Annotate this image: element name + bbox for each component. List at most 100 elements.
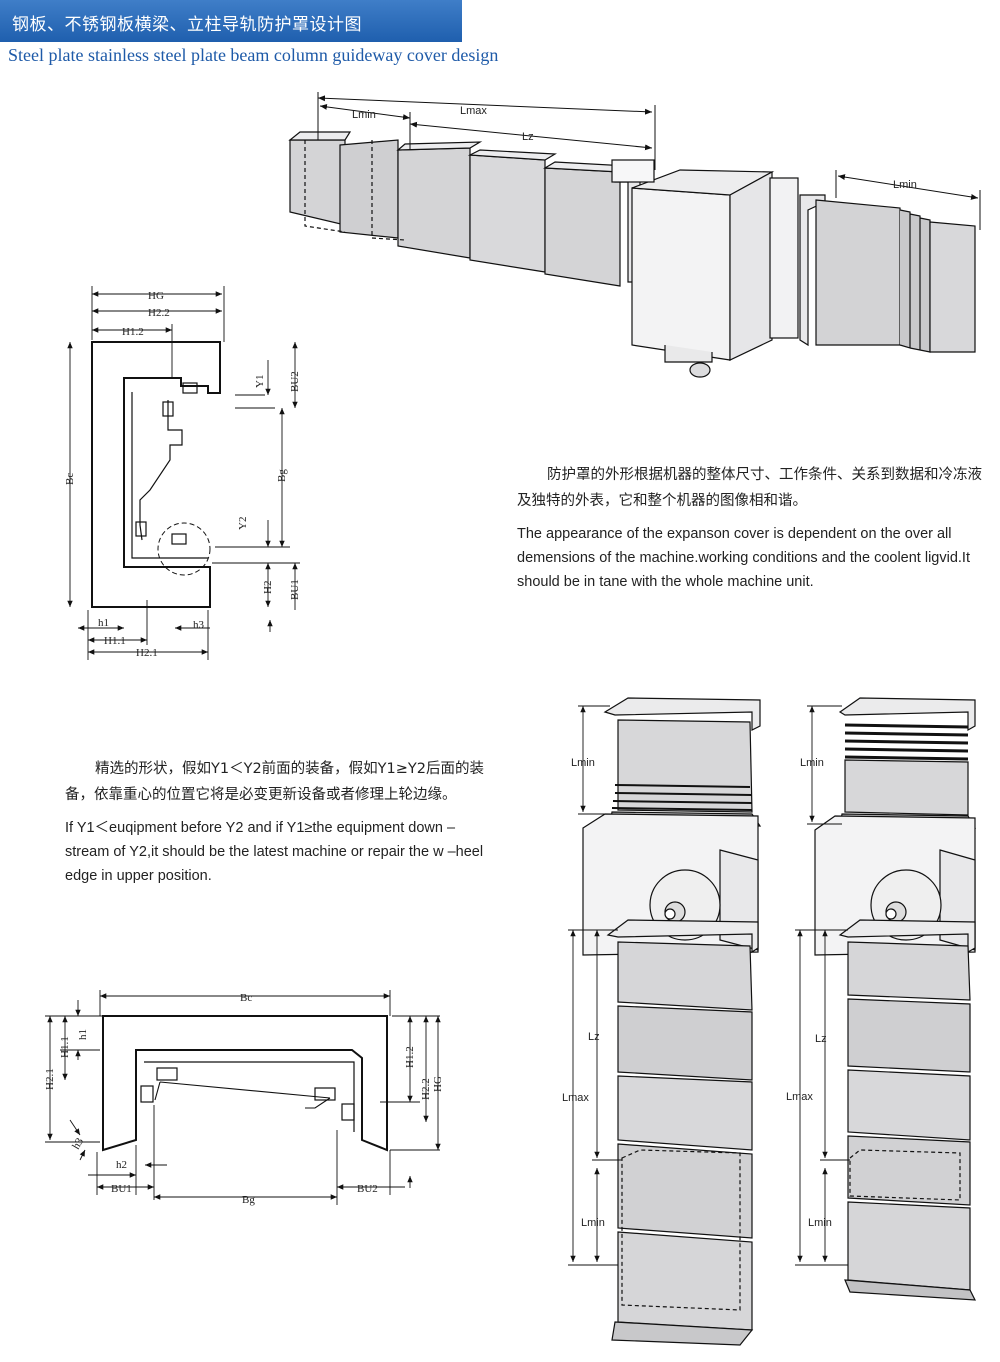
- horizontal-cover-drawing: [288, 131, 976, 378]
- wiper-block: [171, 533, 187, 545]
- description-right: 防护罩的外形根据机器的整体尺寸、工作条件、关系到数据和冷冻液及独特的外表，它和整…: [517, 462, 987, 594]
- dim-label: h3: [193, 619, 205, 631]
- top-cover-body: [844, 759, 969, 816]
- cover-segment: [289, 139, 346, 226]
- detail-circle: [157, 522, 211, 576]
- wiper-block: [156, 1067, 178, 1081]
- dim-label: BU2: [289, 371, 301, 392]
- lower-cover-foot: [844, 1279, 977, 1301]
- right-cover-segment: [929, 221, 976, 353]
- cover-segment: [397, 147, 471, 259]
- vertical-cover-left: [582, 697, 762, 1346]
- top-cover-folds: [844, 723, 969, 761]
- wiper-block: [140, 1085, 154, 1103]
- lower-cover-cap: [838, 919, 976, 954]
- lower-cover-segment: [847, 941, 971, 1001]
- description-left-cn: 精选的形状，假如Y1＜Y2前面的装备，假如Y1≥Y2后面的装备，依靠重心的位置它…: [65, 761, 484, 803]
- top-cover-cap: [603, 697, 761, 731]
- top-cover-body: [617, 719, 753, 813]
- lz-dimension: [409, 121, 653, 151]
- dim-label: HG: [148, 290, 164, 302]
- lmax-dimension: [317, 95, 653, 115]
- lower-cover-segment: [847, 1201, 971, 1291]
- dim-label: HG: [432, 1076, 444, 1092]
- dim-label: BU1: [289, 579, 301, 600]
- lower-cover-segment: [617, 941, 753, 1011]
- dim-label: H2.1: [44, 1068, 56, 1090]
- dim-label: h1: [77, 1029, 89, 1040]
- lower-cover-segment: [617, 1231, 753, 1331]
- dim-label: Lmin: [352, 109, 376, 121]
- spindle-housing: [664, 345, 713, 363]
- dim-label: H1.1: [59, 1036, 71, 1058]
- lower-cover-segment: [847, 998, 971, 1073]
- horizontal-dimensions: [317, 92, 981, 230]
- spindle-nut: [689, 362, 711, 378]
- profile-a-drawing: [91, 341, 221, 608]
- dim-label: Lz: [522, 131, 534, 143]
- title-banner: 钢板、不锈钢板横梁、立柱导轨防护罩设计图: [0, 0, 462, 42]
- lower-cover-segment: [847, 1069, 971, 1141]
- cover-top-face: [288, 131, 352, 141]
- dim-label: H2.1: [136, 647, 158, 659]
- dim-label: Bg: [242, 1194, 255, 1206]
- spindle-center: [885, 908, 897, 920]
- profile-a-dimensions: [67, 286, 300, 660]
- lmin-right-dimension: [837, 174, 979, 200]
- dim-label: Lmin: [571, 757, 595, 769]
- page-title-en: Steel plate stainless steel plate beam c…: [8, 45, 499, 65]
- guide-rail: [769, 177, 799, 339]
- dim-label: H1.2: [404, 1046, 416, 1068]
- dim-label: Lmax: [460, 105, 487, 117]
- dim-label: Lmin: [581, 1217, 605, 1229]
- profile-b-outline: [102, 1015, 388, 1152]
- vertical-cover-right: [814, 697, 977, 1301]
- lower-cover-segment: [617, 1075, 753, 1151]
- lower-cover-foot: [611, 1321, 754, 1346]
- machine-head: [631, 187, 731, 361]
- profile-b-drawing: [102, 1015, 388, 1152]
- dim-label: Lmin: [800, 757, 824, 769]
- description-left-en: If Y1＜euqipment before Y2 and if Y1≥the …: [65, 820, 484, 884]
- dim-label: H1.2: [122, 326, 144, 338]
- dim-label: Lmin: [893, 179, 917, 191]
- dim-label: Y2: [237, 517, 249, 530]
- cover-segment: [469, 154, 546, 273]
- wiper-block: [182, 382, 198, 394]
- lmin-dimension: [319, 103, 411, 121]
- dim-label: Lmax: [786, 1091, 813, 1103]
- dim-label: h1: [98, 617, 109, 629]
- dim-label: Bg: [276, 469, 288, 482]
- dim-label: H2.2: [148, 307, 170, 319]
- dim-label: Lmax: [562, 1092, 589, 1104]
- min-position-outline: [849, 1149, 961, 1201]
- dim-label: h3: [70, 1136, 86, 1152]
- lower-cover-cap: [606, 919, 759, 954]
- wiper-block: [162, 401, 174, 417]
- top-cover-folds: [611, 784, 753, 811]
- page-title-cn: 钢板、不锈钢板横梁、立柱导轨防护罩设计图: [12, 15, 362, 35]
- vertical-right-dimensions: [795, 705, 850, 1266]
- description-left: 精选的形状，假如Y1＜Y2前面的装备，假如Y1≥Y2后面的装备，依靠重心的位置它…: [65, 756, 495, 888]
- dim-label: BU2: [357, 1183, 378, 1195]
- dim-label: h2: [116, 1159, 127, 1171]
- dim-label: Bc: [240, 992, 252, 1004]
- cover-segment: [339, 139, 399, 239]
- right-cover-folds: [899, 209, 931, 353]
- dim-label: Lz: [815, 1033, 827, 1045]
- cover-top-face: [467, 149, 557, 161]
- dim-label: H1.1: [104, 635, 126, 647]
- machine-head-side: [729, 170, 773, 361]
- description-right-en: The appearance of the expanson cover is …: [517, 526, 970, 590]
- profile-b-section: [154, 1081, 331, 1109]
- spindle-center: [664, 908, 676, 920]
- dim-label: Lmin: [808, 1217, 832, 1229]
- profile-a-section: [139, 400, 183, 541]
- wiper-block: [135, 521, 147, 537]
- profile-a-inner: [131, 392, 208, 559]
- wiper-block: [341, 1103, 355, 1121]
- dim-label: H2: [262, 581, 274, 594]
- cover-segment: [544, 167, 621, 287]
- dim-label: BU1: [111, 1183, 132, 1195]
